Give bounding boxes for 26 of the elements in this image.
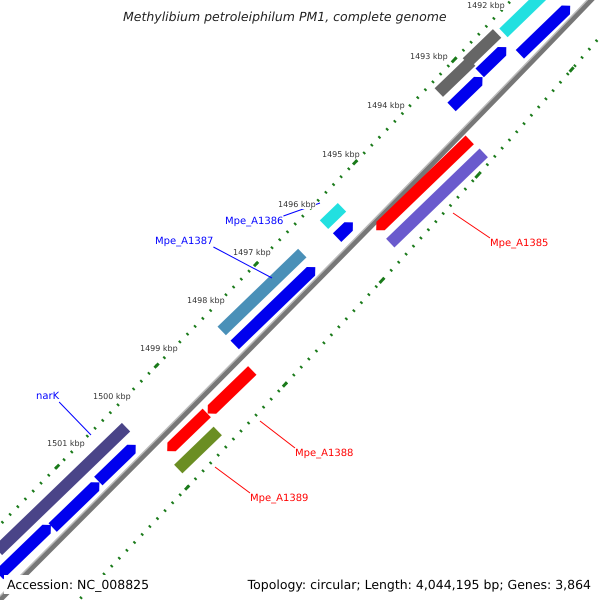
gene-block <box>208 366 256 414</box>
leader-line <box>260 420 296 448</box>
gene-label: Mpe_A1389 <box>250 493 308 504</box>
gene-block <box>376 136 474 230</box>
gene-label: narK <box>36 391 60 402</box>
tick-label: 1498 kbp <box>187 296 225 305</box>
gene-block <box>167 408 211 452</box>
leader-line <box>58 402 92 436</box>
tick-label: 1497 kbp <box>233 248 271 257</box>
gene-block <box>230 267 316 350</box>
gene-block <box>0 422 130 556</box>
tick-label: 1495 kbp <box>322 150 360 159</box>
tick-label: 1492 kbp <box>467 1 505 10</box>
tick-label: 1499 kbp <box>140 344 178 353</box>
gene-label: Mpe_A1388 <box>295 448 354 459</box>
gene-label: Mpe_A1386 <box>225 216 284 227</box>
map-title: Methylibium petroleiphilum PM1, complete genome <box>123 9 447 24</box>
leader-line <box>212 246 272 278</box>
gene-label: Mpe_A1385 <box>490 238 548 249</box>
leader-line <box>452 212 490 238</box>
gene-block <box>320 203 346 229</box>
tick-label: 1501 kbp <box>47 439 85 448</box>
tick-label: 1500 kbp <box>93 392 131 401</box>
gene-label: Mpe_A1387 <box>155 236 214 247</box>
tick-label: 1493 kbp <box>410 52 448 61</box>
leader-line <box>214 466 250 494</box>
